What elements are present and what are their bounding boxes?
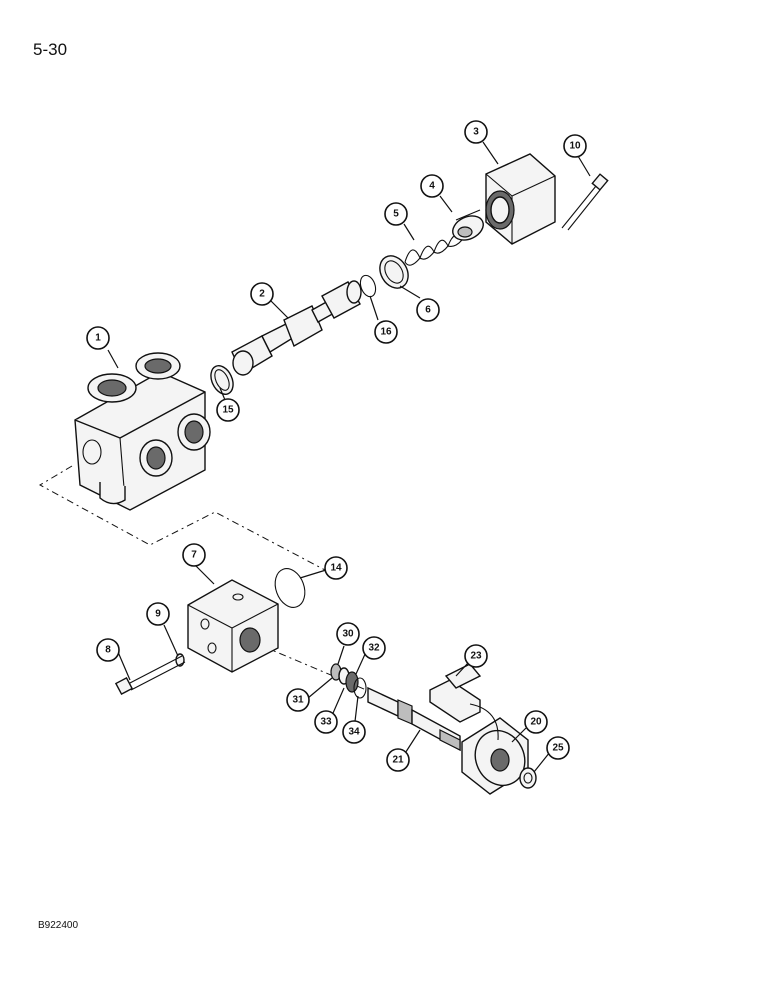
svg-text:1: 1 — [95, 333, 101, 344]
spool — [231, 280, 362, 376]
callout-6: 6 — [416, 298, 440, 322]
page-number: 5-30 — [33, 40, 68, 59]
washer-6 — [379, 255, 409, 289]
ring-15 — [210, 365, 234, 395]
svg-text:6: 6 — [425, 305, 431, 316]
callout-8: 8 — [96, 638, 120, 662]
callout-1: 1 — [86, 326, 110, 350]
callout-14: 14 — [324, 556, 348, 580]
svg-text:15: 15 — [222, 405, 234, 416]
callout-23: 23 — [464, 644, 488, 668]
callout-33: 33 — [314, 710, 338, 734]
adapter-block-7 — [187, 579, 279, 673]
svg-text:5: 5 — [393, 209, 399, 220]
figure-code: B922400 — [38, 920, 79, 931]
svg-text:31: 31 — [292, 695, 304, 706]
svg-text:9: 9 — [155, 609, 161, 620]
svg-text:7: 7 — [191, 550, 197, 561]
svg-text:25: 25 — [552, 743, 564, 754]
callout-3: 3 — [464, 120, 488, 144]
svg-text:21: 21 — [392, 755, 404, 766]
callout-31: 31 — [286, 688, 310, 712]
svg-text:14: 14 — [330, 563, 342, 574]
bolt-10 — [561, 173, 609, 231]
callout-4: 4 — [420, 174, 444, 198]
callout-5: 5 — [384, 202, 408, 226]
connector-23 — [429, 663, 499, 741]
cartridge-21 — [367, 686, 461, 752]
callout-21: 21 — [386, 748, 410, 772]
svg-text:2: 2 — [259, 289, 265, 300]
svg-text:34: 34 — [348, 727, 360, 738]
valve-body — [74, 352, 211, 511]
o-ring-14 — [274, 568, 306, 608]
callout-15: 15 — [216, 398, 240, 422]
callout-9: 9 — [146, 602, 170, 626]
callout-32: 32 — [362, 636, 386, 660]
assembly-path — [38, 465, 326, 571]
snap-ring-16 — [359, 274, 377, 298]
svg-text:30: 30 — [342, 629, 354, 640]
svg-text:4: 4 — [429, 181, 435, 192]
svg-text:8: 8 — [105, 645, 111, 656]
callout-10: 10 — [563, 134, 587, 158]
callout-30: 30 — [336, 622, 360, 646]
bolt-8 — [114, 655, 186, 696]
nut-25 — [519, 767, 537, 789]
svg-text:32: 32 — [368, 643, 380, 654]
svg-text:33: 33 — [320, 717, 332, 728]
svg-text:23: 23 — [470, 651, 482, 662]
svg-text:20: 20 — [530, 717, 542, 728]
spring-5 — [404, 234, 463, 266]
callout-16: 16 — [374, 320, 398, 344]
seal-stack — [330, 663, 367, 699]
svg-text:16: 16 — [380, 327, 392, 338]
svg-text:10: 10 — [569, 141, 581, 152]
svg-text:3: 3 — [473, 127, 479, 138]
callout-34: 34 — [342, 720, 366, 744]
callout-20: 20 — [524, 710, 548, 734]
callout-7: 7 — [182, 543, 206, 567]
callout-25: 25 — [546, 736, 570, 760]
spring-seat-4 — [452, 209, 484, 241]
end-cap-3 — [485, 153, 556, 245]
callout-2: 2 — [250, 282, 274, 306]
